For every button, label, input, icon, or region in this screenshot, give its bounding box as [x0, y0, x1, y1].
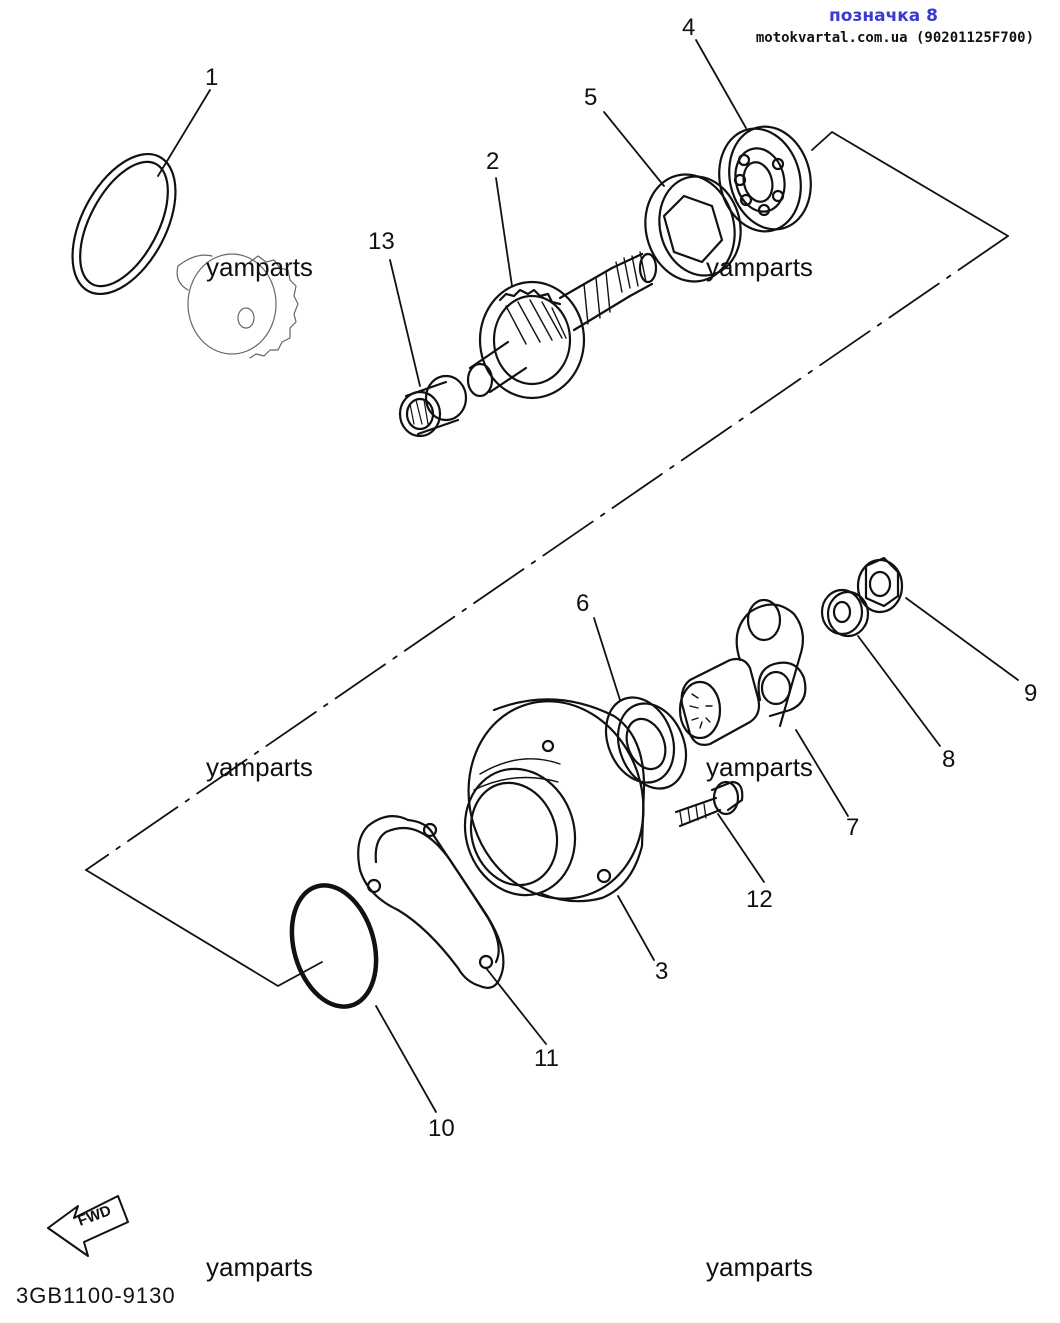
part-4-ball-bearing[interactable] — [709, 118, 822, 240]
callout-5: 5 — [584, 84, 598, 111]
part-7-yoke[interactable] — [678, 598, 807, 746]
callout-3: 3 — [655, 958, 669, 985]
callout-2: 2 — [486, 148, 500, 175]
part-3-bearing-housing[interactable] — [443, 678, 668, 921]
watermark: yamparts — [206, 752, 313, 782]
watermark: yamparts — [706, 752, 813, 782]
part-10-o-ring[interactable] — [278, 875, 389, 1016]
fwd-arrow-icon: FWD — [47, 1195, 129, 1257]
callout-8: 8 — [942, 746, 956, 773]
ghost-gear — [176, 253, 299, 359]
part-8-washer[interactable] — [820, 588, 870, 638]
leader-lines — [157, 39, 1019, 1113]
watermark: yamparts — [706, 252, 813, 282]
part-13-needle-bearing[interactable] — [398, 374, 468, 438]
part-2-bevel-gear-shaft[interactable] — [466, 251, 658, 400]
source-label: motokvartal.com.ua (90201125F700) — [755, 30, 1034, 46]
watermark: yamparts — [206, 1252, 313, 1282]
fwd-label: FWD — [76, 1202, 114, 1230]
diagram-code: 3GB1100-9130 — [16, 1283, 176, 1308]
callout-4: 4 — [682, 14, 696, 41]
part-1-o-ring[interactable] — [51, 137, 197, 311]
callout-10: 10 — [428, 1115, 455, 1142]
tag-label: позначка 8 — [829, 6, 938, 26]
watermark: yamparts — [706, 1252, 813, 1282]
callout-7: 7 — [846, 814, 860, 841]
callout-6: 6 — [576, 590, 590, 617]
watermark: yamparts — [206, 252, 313, 282]
assembly-outline — [85, 131, 1009, 987]
callout-12: 12 — [746, 886, 773, 913]
callout-11: 11 — [534, 1045, 559, 1072]
part-5-seal[interactable] — [634, 165, 751, 291]
callout-1: 1 — [205, 64, 219, 91]
part-11-gasket[interactable] — [357, 815, 505, 989]
part-6-oil-seal[interactable] — [594, 687, 698, 799]
callout-13: 13 — [368, 228, 395, 255]
callout-9: 9 — [1024, 680, 1038, 707]
part-12-bolt[interactable] — [674, 780, 744, 828]
part-9-flange-nut[interactable] — [856, 556, 904, 614]
